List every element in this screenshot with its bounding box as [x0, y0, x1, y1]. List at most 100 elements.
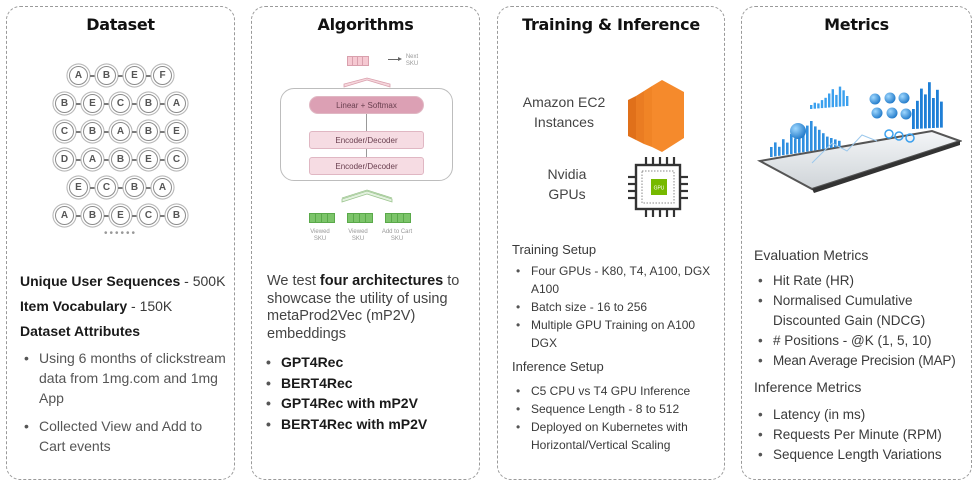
training-title: Training & Inference — [522, 15, 700, 34]
sequence-link — [104, 158, 109, 161]
decorative-bar — [846, 96, 849, 106]
list-item: # Positions - @K (1, 5, 10) — [754, 331, 972, 351]
input-chevron — [341, 189, 393, 203]
list-item: Batch size - 16 to 256 — [512, 298, 722, 316]
decorative-bar — [924, 94, 927, 129]
decorative-bar — [774, 142, 777, 157]
decorative-bar — [828, 93, 831, 108]
decorative-bar — [826, 136, 829, 149]
sequence-node: F — [153, 66, 172, 85]
dataset-stats: Unique User Sequences - 500K Item Vocabu… — [20, 269, 232, 456]
model-frame — [280, 88, 453, 181]
aws-ec2-icon — [628, 80, 684, 152]
decorative-bar — [786, 142, 789, 155]
list-item: Mean Average Precision (MAP) — [754, 351, 972, 371]
decorative-bar — [813, 102, 816, 109]
sequence-node: C — [55, 122, 74, 141]
inference-metrics-list: Latency (in ms) Requests Per Minute (RPM… — [754, 405, 972, 465]
decorative-bar — [838, 86, 842, 107]
sequence-link — [146, 186, 151, 189]
decorative-bar — [798, 130, 801, 153]
list-item: Latency (in ms) — [754, 405, 972, 425]
gpu-chip-icon: GPU — [628, 157, 688, 217]
sequence-link — [132, 102, 137, 105]
inference-list: C5 CPU vs T4 GPU Inference Sequence Leng… — [512, 382, 722, 454]
arrow-up-icon — [366, 149, 367, 157]
decorative-bar — [778, 146, 781, 156]
list-item: Sequence Length - 8 to 512 — [512, 400, 722, 418]
sequence-link — [160, 130, 165, 133]
decorative-bar — [936, 89, 939, 128]
ec2-label: Amazon EC2 Instances — [522, 94, 606, 130]
metrics-panel: Metrics Evaluation Metrics Hit Rate (HR)… — [741, 6, 972, 480]
sequence-node: B — [55, 94, 74, 113]
sequence-link — [104, 130, 109, 133]
inference-setup-heading: Inference Setup — [512, 359, 604, 374]
sequence-link — [90, 186, 95, 189]
decorative-bar — [835, 94, 838, 107]
sequence-node: E — [69, 178, 88, 197]
sequence-link — [132, 158, 137, 161]
list-item: Four GPUs - K80, T4, A100, DGX A100 — [512, 262, 722, 298]
training-setup: Training Setup Four GPUs - K80, T4, A100… — [512, 241, 722, 454]
sequence-node: C — [97, 178, 116, 197]
sequence-link — [160, 102, 165, 105]
input-label: Add to Cart SKU — [381, 229, 413, 242]
decorative-bar — [932, 98, 935, 128]
decorative-bar — [782, 139, 785, 156]
sequence-node: B — [83, 122, 102, 141]
sequence-link — [90, 74, 95, 77]
list-item: Multiple GPU Training on A100 DGX — [512, 316, 722, 352]
sequence-node: E — [111, 206, 130, 225]
sequence-node: D — [55, 150, 74, 169]
evaluation-list: Hit Rate (HR) Normalised Cumulative Disc… — [754, 271, 972, 371]
decorative-bar — [838, 140, 841, 147]
next-sku-label: Next SKU — [405, 54, 419, 67]
input-label: Viewed SKU — [310, 229, 330, 242]
decorative-bar — [916, 100, 919, 129]
list-item: C5 CPU vs T4 GPU Inference — [512, 382, 722, 400]
decorative-bar — [912, 109, 915, 129]
sequence-link — [132, 130, 137, 133]
sequence-node: A — [167, 94, 186, 113]
dataset-title: Dataset — [86, 15, 155, 34]
decorative-bar — [818, 129, 821, 150]
models-list: GPT4Rec BERT4Rec GPT4Rec with mP2V BERT4… — [262, 352, 472, 434]
algorithms-intro: We test four architectures to showcase t… — [267, 273, 460, 342]
list-item: Hit Rate (HR) — [754, 271, 972, 291]
list-item: Using 6 months of clickstream data from … — [20, 348, 232, 408]
sequence-node: B — [83, 206, 102, 225]
sequence-node: B — [125, 178, 144, 197]
sequence-node: B — [139, 122, 158, 141]
input-vector — [347, 213, 373, 223]
algorithms-panel: Algorithms Next SKU Linear + Softmax Enc… — [251, 6, 480, 480]
decorative-bar — [790, 134, 793, 154]
sequence-node: E — [139, 150, 158, 169]
training-setup-heading: Training Setup — [512, 242, 597, 257]
sequence-link — [160, 158, 165, 161]
sequence-link — [104, 102, 109, 105]
decorative-bar — [820, 100, 824, 109]
encoder-decoder-block: Encoder/Decoder — [309, 157, 424, 175]
sequence-link — [146, 74, 151, 77]
list-item: Collected View and Add to Cart events — [20, 416, 232, 456]
sequence-node: E — [83, 94, 102, 113]
sequence-node: B — [97, 66, 116, 85]
sequence-node: C — [111, 94, 130, 113]
sequence-node: B — [167, 206, 186, 225]
arrow-up-icon — [366, 114, 367, 131]
decorative-bar — [810, 105, 813, 109]
encoder-decoder-block: Encoder/Decoder — [309, 131, 424, 149]
decorative-bar — [842, 90, 845, 107]
list-item: GPT4Rec — [262, 352, 472, 373]
sequence-link — [160, 214, 165, 217]
output-chevron — [343, 77, 391, 88]
decorative-bar — [940, 101, 943, 128]
decorative-bar — [806, 125, 809, 152]
list-item: Normalised Cumulative Discounted Gain (N… — [754, 291, 972, 331]
